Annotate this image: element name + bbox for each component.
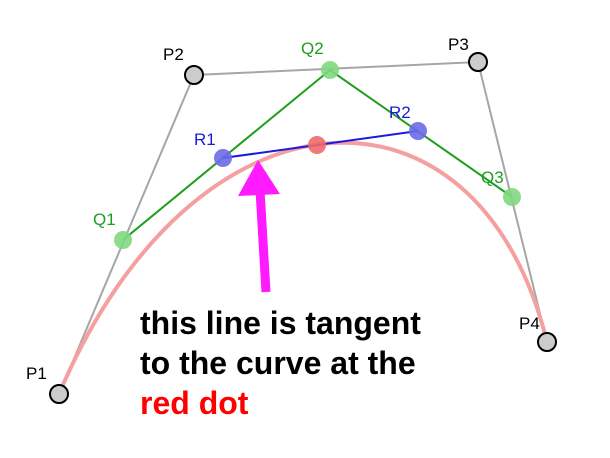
r-point-r2 bbox=[409, 122, 427, 140]
label-r2: R2 bbox=[389, 103, 411, 122]
label-q3: Q3 bbox=[481, 168, 504, 187]
arrow-icon bbox=[238, 160, 280, 293]
tangent-point bbox=[308, 136, 326, 154]
label-p2: P2 bbox=[163, 45, 184, 64]
label-r1: R1 bbox=[194, 130, 216, 149]
q-point-q2 bbox=[321, 61, 339, 79]
caption-line-2: to the curve at the bbox=[140, 345, 416, 381]
label-q1: Q1 bbox=[93, 210, 116, 229]
label-p4: P4 bbox=[519, 314, 540, 333]
r-point-r1 bbox=[214, 149, 232, 167]
q-point-q3 bbox=[503, 188, 521, 206]
label-p1: P1 bbox=[26, 364, 47, 383]
label-p3: P3 bbox=[448, 35, 469, 54]
control-point-p1 bbox=[49, 384, 69, 404]
caption-line-3: red dot bbox=[140, 385, 249, 421]
control-point-p2 bbox=[184, 65, 204, 85]
label-q2: Q2 bbox=[301, 39, 324, 58]
control-point-p4 bbox=[537, 332, 557, 352]
q-point-q1 bbox=[114, 231, 132, 249]
caption-line-1: this line is tangent bbox=[140, 305, 421, 341]
control-point-p3 bbox=[468, 52, 488, 72]
